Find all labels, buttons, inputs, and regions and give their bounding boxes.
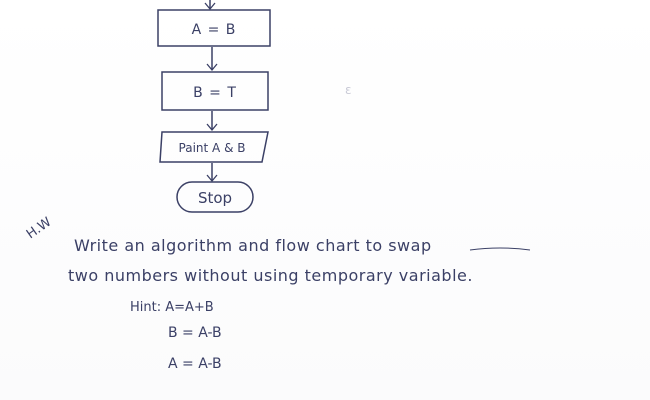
bleed-through-mark: ɛ bbox=[345, 83, 352, 97]
hint-line: Hint: A=A+B bbox=[130, 300, 214, 315]
stop-terminal-text: Stop bbox=[198, 189, 232, 207]
hint-step-3: A = A-B bbox=[168, 356, 222, 372]
process-box-2-text: B = T bbox=[193, 85, 237, 101]
process-box-1-text: A = B bbox=[192, 22, 237, 38]
arrow-1-head bbox=[206, 63, 218, 72]
output-box-text: Paint A & B bbox=[179, 141, 246, 155]
output-box bbox=[159, 131, 269, 163]
stop-terminal bbox=[176, 181, 254, 213]
process-box-1 bbox=[157, 9, 271, 47]
arrow-in-head bbox=[204, 2, 216, 11]
homework-question-line-2: two numbers without using temporary vari… bbox=[68, 266, 473, 285]
arrow-2-head bbox=[206, 123, 218, 132]
arrow-3-head bbox=[206, 174, 218, 183]
homework-question-line-1: Write an algorithm and flow chart to swa… bbox=[74, 236, 432, 255]
process-box-2 bbox=[161, 71, 269, 111]
strikeout-mark bbox=[469, 247, 531, 251]
hint-step-2: B = A-B bbox=[168, 325, 222, 341]
